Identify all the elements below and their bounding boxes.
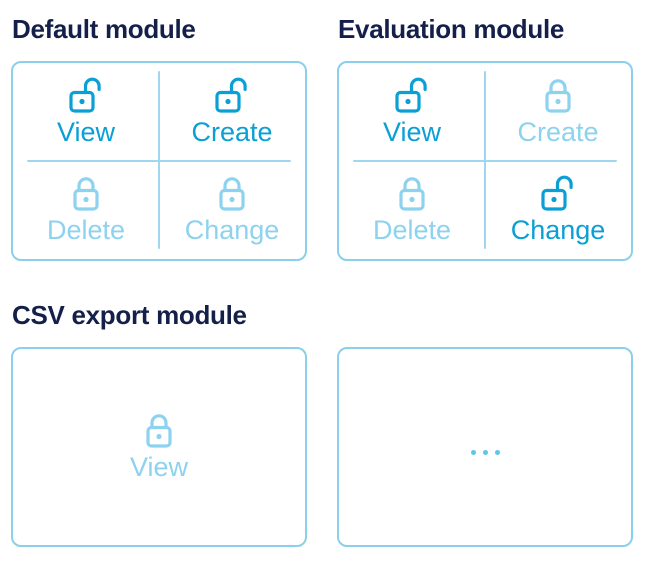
permission-label: Delete: [46, 214, 126, 245]
permission-toggle-view[interactable]: View: [339, 63, 485, 161]
permission-toggle-delete[interactable]: Delete: [13, 161, 159, 259]
module-evaluation: Evaluation module View Create Del: [337, 13, 633, 261]
permission-grid-box: View Create Delete Change: [337, 61, 633, 261]
module-title: Default module: [12, 14, 196, 44]
permission-label: Create: [517, 116, 599, 147]
permission-toggle-create[interactable]: Create: [485, 63, 631, 161]
permission-label: Delete: [372, 214, 452, 245]
permission-label: View: [129, 451, 189, 482]
module-title: [338, 299, 633, 331]
permission-toggle-view[interactable]: View: [130, 412, 188, 483]
permission-label: View: [56, 116, 116, 147]
lock-open-icon: [395, 77, 427, 113]
lock-open-icon: [541, 175, 573, 211]
permission-toggle-create[interactable]: Create: [159, 63, 305, 161]
permission-toggle-view[interactable]: View: [13, 63, 159, 161]
lock-closed-icon: [146, 413, 172, 448]
permission-label: Change: [184, 214, 280, 245]
permission-toggle-delete[interactable]: Delete: [339, 161, 485, 259]
module-default: Default module View Create Delete: [11, 13, 307, 261]
module-placeholder: [337, 299, 633, 547]
more-options-icon: [470, 449, 500, 455]
lock-closed-icon: [73, 176, 99, 211]
permission-label: Change: [510, 214, 606, 245]
placeholder-box[interactable]: [337, 347, 633, 547]
module-title: CSV export module: [12, 300, 247, 330]
permission-toggle-change[interactable]: Change: [159, 161, 305, 259]
permission-label: View: [382, 116, 442, 147]
module-title: Evaluation module: [338, 14, 565, 44]
lock-closed-icon: [399, 176, 425, 211]
permission-single-box: View: [11, 347, 307, 547]
lock-open-icon: [215, 77, 247, 113]
permission-label: Create: [191, 116, 273, 147]
permission-grid-box: View Create Delete Change: [11, 61, 307, 261]
module-csv-export: CSV export module View: [11, 299, 307, 547]
permission-toggle-change[interactable]: Change: [485, 161, 631, 259]
grid-divider-horizontal: [353, 160, 617, 162]
modules-grid: Default module View Create Delete: [11, 13, 637, 547]
lock-open-icon: [69, 77, 101, 113]
lock-closed-icon: [219, 176, 245, 211]
grid-divider-horizontal: [27, 160, 291, 162]
permissions-page: Default module View Create Delete: [11, 13, 637, 547]
lock-closed-icon: [545, 78, 571, 113]
